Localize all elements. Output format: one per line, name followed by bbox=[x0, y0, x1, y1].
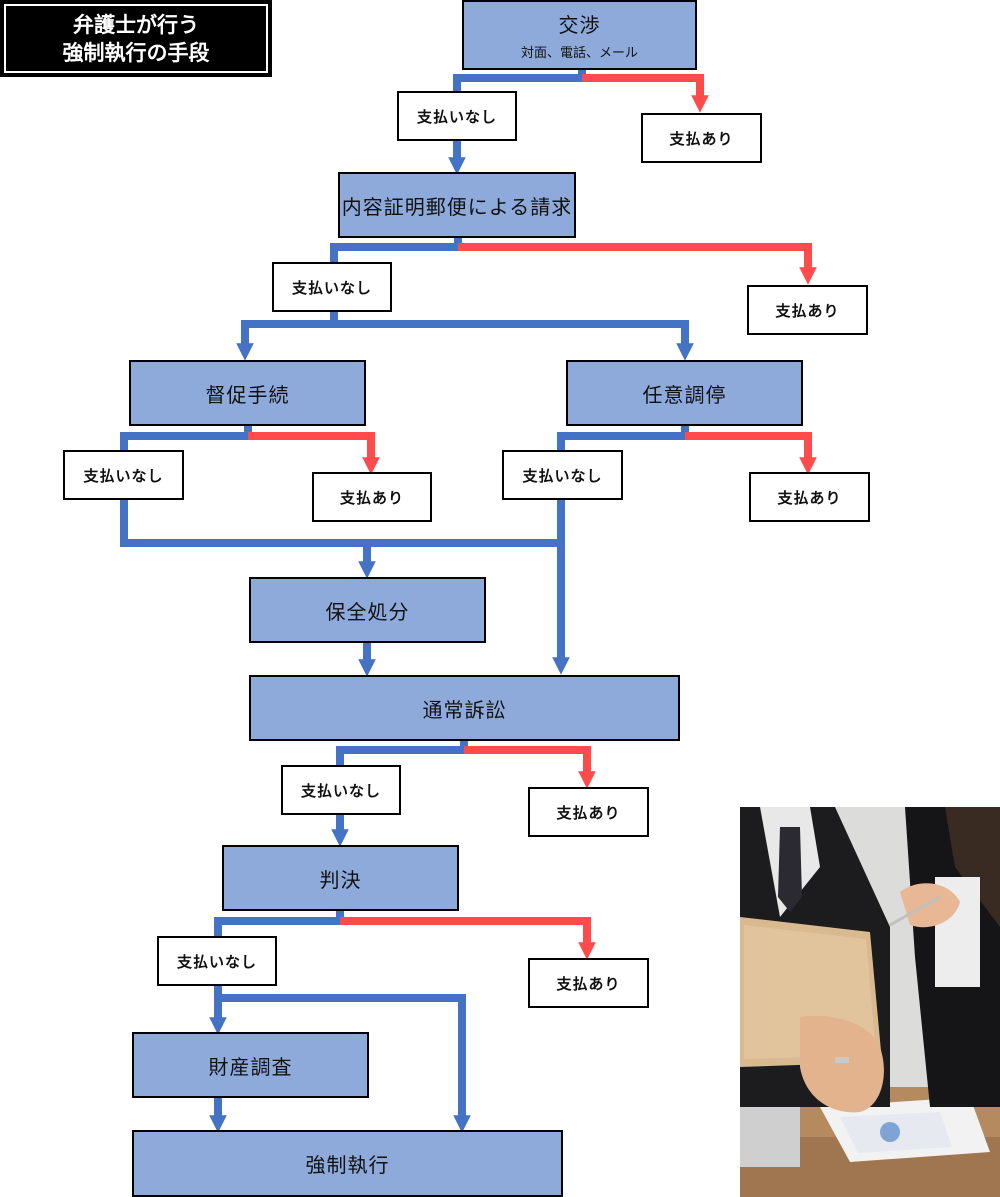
step-payment-supervision-label: 督促手続 bbox=[205, 382, 290, 407]
step-enforcement-label: 強制執行 bbox=[305, 1153, 390, 1177]
edge-lawsuit-paid bbox=[464, 746, 596, 789]
step-lawsuit-label: 通常訴訟 bbox=[422, 697, 507, 722]
business-photo bbox=[740, 807, 1000, 1197]
edge-negotiation-paid bbox=[582, 74, 709, 113]
step-judgment: 判決 bbox=[222, 845, 459, 911]
step-asset-investigation-label: 財産調査 bbox=[208, 1054, 293, 1079]
title-line-1: 弁護士が行う bbox=[73, 11, 199, 37]
outcome-paid-negotiation: 支払あり bbox=[641, 113, 762, 163]
step-negotiation: 交渉 対面、電話、メール bbox=[462, 0, 697, 70]
edge-conciliation-unpaid bbox=[552, 426, 689, 675]
edge-judgment-paid bbox=[340, 917, 596, 960]
edge-demand-branch-right bbox=[334, 320, 694, 361]
edge-demand-paid bbox=[458, 243, 817, 285]
outcome-unpaid-supervision: 支払いなし bbox=[63, 450, 184, 500]
step-judgment-label: 判決 bbox=[319, 867, 362, 892]
step-demand-letter-label: 内容証明郵便による請求 bbox=[341, 194, 573, 219]
edge-conciliation-paid bbox=[685, 432, 817, 475]
step-negotiation-label: 交渉 bbox=[558, 13, 601, 37]
outcome-paid-conciliation: 支払あり bbox=[749, 472, 870, 522]
outcome-unpaid-negotiation: 支払いなし bbox=[397, 91, 517, 141]
edge-to-enforcement-direct bbox=[218, 994, 471, 1133]
step-preservation: 保全処分 bbox=[249, 577, 486, 643]
outcome-paid-supervision: 支払あり bbox=[312, 472, 432, 522]
business-people-illustration bbox=[740, 807, 1000, 1197]
step-conciliation-label: 任意調停 bbox=[642, 382, 727, 407]
outcome-paid-demand: 支払あり bbox=[747, 285, 868, 335]
outcome-unpaid-lawsuit: 支払いなし bbox=[281, 765, 401, 815]
outcome-paid-judgment: 支払あり bbox=[528, 958, 649, 1008]
step-preservation-label: 保全処分 bbox=[325, 599, 410, 624]
step-asset-investigation: 財産調査 bbox=[132, 1032, 369, 1098]
edge-supervision-paid bbox=[248, 432, 380, 475]
step-negotiation-sub: 対面、電話、メール bbox=[520, 46, 638, 61]
outcome-unpaid-judgment: 支払いなし bbox=[157, 936, 277, 986]
step-conciliation: 任意調停 bbox=[566, 360, 803, 426]
title-line-2: 強制執行の手段 bbox=[62, 39, 210, 65]
title-frame: 弁護士が行う 強制執行の手段 bbox=[4, 4, 268, 73]
outcome-unpaid-demand: 支払いなし bbox=[272, 262, 392, 312]
edge-demand-branch-left bbox=[236, 320, 334, 361]
outcome-unpaid-conciliation: 支払いなし bbox=[502, 450, 623, 500]
step-demand-letter: 内容証明郵便による請求 bbox=[338, 172, 576, 238]
outcome-paid-lawsuit: 支払あり bbox=[528, 787, 649, 837]
step-enforcement: 強制執行 bbox=[132, 1130, 563, 1197]
step-lawsuit: 通常訴訟 bbox=[249, 675, 680, 741]
step-payment-supervision: 督促手続 bbox=[129, 360, 366, 426]
page-title: 弁護士が行う 強制執行の手段 bbox=[0, 0, 272, 77]
